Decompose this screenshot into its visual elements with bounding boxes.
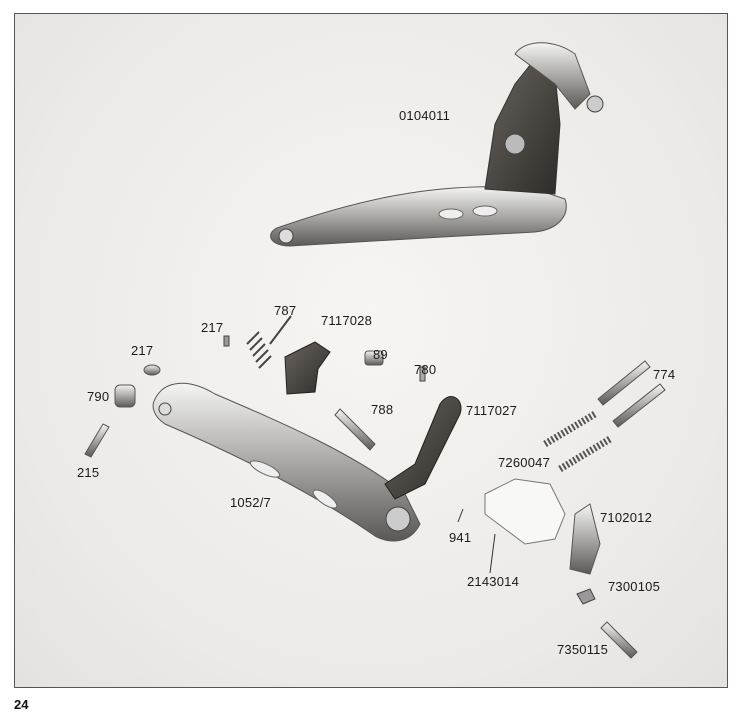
front-derailleur-assembly-image <box>270 42 604 247</box>
arm-1052-7-image <box>152 382 421 542</box>
label-788: 788 <box>371 402 394 417</box>
label-217: 217 <box>131 343 154 358</box>
spring-7260047-image <box>543 410 597 448</box>
spring-7260047b-image <box>558 435 612 473</box>
label-7117027: 7117027 <box>466 403 518 418</box>
label-774: 774 <box>653 367 676 382</box>
label-780: 780 <box>414 362 437 377</box>
label-790: 790 <box>87 389 110 404</box>
label-7300105: 7300105 <box>608 579 661 594</box>
page-number: 24 <box>14 697 29 712</box>
label-0104011: 0104011 <box>399 108 451 123</box>
label-1052-7: 1052/7 <box>230 495 271 510</box>
leader-941 <box>457 508 464 523</box>
screw-774b-image <box>612 383 666 428</box>
label-941: 941 <box>449 530 472 545</box>
lever-7117027-image <box>384 396 462 500</box>
pin-780-image <box>419 366 426 382</box>
pin-788-image <box>334 408 376 451</box>
leader-2143014 <box>489 533 496 574</box>
label-7117028: 7117028 <box>321 313 373 328</box>
part-217-image <box>223 335 230 347</box>
label-7102012: 7102012 <box>600 510 653 525</box>
bushing-790-image <box>114 384 136 408</box>
exploded-parts-illustration <box>84 42 666 659</box>
plate-7117028-image <box>284 341 331 395</box>
label-7350115: 7350115 <box>557 642 609 657</box>
spring-787-image <box>246 315 292 369</box>
label-215: 215 <box>77 465 100 480</box>
screw-89-image <box>364 350 384 366</box>
body-2143014-image <box>484 478 566 545</box>
nut-217-image <box>143 364 161 376</box>
label-787: 787 <box>274 303 297 318</box>
clamp-7102012-image <box>569 503 601 575</box>
label-217-top: 217 <box>201 320 224 335</box>
label-2143014: 2143014 <box>467 574 520 589</box>
bolt-7350115-image <box>600 621 638 659</box>
label-89: 89 <box>373 347 388 362</box>
diagram-frame: 0104011 787 217 7117028 217 89 780 774 7… <box>14 13 728 688</box>
clip-7300105-image <box>576 588 596 605</box>
screw-215-image <box>84 423 110 458</box>
label-7260047: 7260047 <box>498 455 551 470</box>
screw-774-image <box>597 360 651 406</box>
